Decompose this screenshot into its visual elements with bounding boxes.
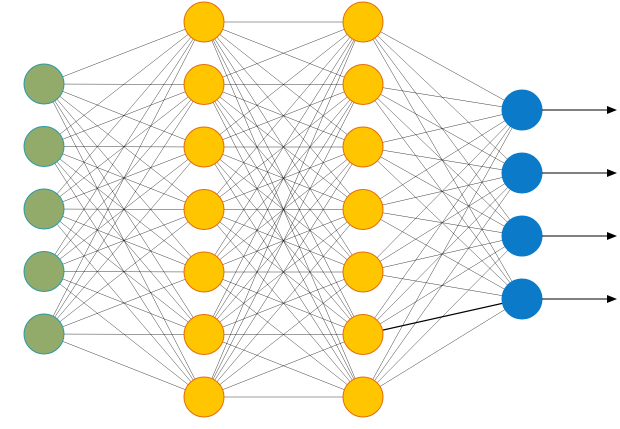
connection-hidden-1-7-to-hidden-2-6: [203, 334, 364, 398]
connection-hidden-1-6-to-hidden-2-1: [203, 21, 364, 335]
connection-input-3-to-hidden-1-1: [43, 21, 205, 210]
connection-hidden-2-3-to-output-4: [362, 146, 523, 300]
connection-hidden-2-4-to-output-1: [362, 109, 523, 210]
output-node-4: [501, 278, 543, 320]
connection-hidden-1-7-to-hidden-2-4: [203, 209, 364, 398]
input-node-2: [23, 126, 65, 167]
hidden-1-node-5: [183, 251, 225, 293]
connection-input-1-to-hidden-1-1: [43, 21, 205, 85]
hidden-2-node-5: [342, 251, 384, 293]
connection-hidden-1-5-to-hidden-2-1: [203, 21, 364, 273]
connection-hidden-2-7-to-output-1: [362, 109, 523, 398]
connection-input-5-to-hidden-1-1: [43, 21, 205, 335]
connection-hidden-2-1-to-output-1: [362, 21, 523, 111]
connection-hidden-2-6-to-output-1: [362, 109, 523, 335]
hidden-1-node-4: [183, 189, 225, 230]
output-node-1: [501, 89, 543, 131]
output-node-3: [501, 215, 543, 257]
connection-hidden-1-7-to-hidden-2-2: [203, 84, 364, 398]
output-arrows-group: [542, 106, 617, 303]
connection-hidden-2-1-to-output-2: [362, 21, 523, 174]
connection-input-5-to-hidden-1-7: [43, 333, 205, 398]
connection-hidden-2-2-to-output-3: [362, 84, 523, 237]
connections-group: [43, 21, 523, 398]
input-node-5: [23, 313, 65, 355]
hidden-2-node-2: [342, 64, 384, 105]
connection-hidden-2-3-to-output-1: [362, 109, 523, 148]
connection-input-5-to-hidden-1-6: [43, 333, 205, 335]
neurons-group: [23, 1, 543, 418]
connection-input-5-to-hidden-1-5: [43, 271, 205, 335]
connection-hidden-2-7-to-output-4: [362, 298, 523, 398]
hidden-2-node-1: [342, 1, 384, 43]
hidden-1-node-6: [183, 314, 225, 355]
hidden-1-node-7: [183, 376, 225, 418]
hidden-2-node-4: [342, 189, 384, 230]
hidden-1-node-1: [183, 1, 225, 43]
input-node-3: [23, 188, 65, 230]
connection-hidden-1-4-to-hidden-2-1: [203, 21, 364, 210]
hidden-1-node-2: [183, 64, 225, 105]
connection-hidden-1-7-to-hidden-2-5: [203, 271, 364, 398]
connection-input-5-to-hidden-1-4: [43, 209, 205, 335]
hidden-2-node-7: [342, 376, 384, 418]
output-node-2: [501, 152, 543, 194]
hidden-2-node-3: [342, 126, 384, 168]
hidden-2-node-6: [342, 314, 384, 355]
input-node-4: [23, 251, 65, 292]
connection-hidden-2-3-to-output-3: [362, 146, 523, 237]
connection-hidden-1-2-to-hidden-2-1: [203, 21, 364, 85]
connection-input-5-to-hidden-1-3: [43, 146, 205, 335]
hidden-1-node-3: [183, 126, 225, 168]
connection-input-2-to-hidden-1-1: [43, 21, 205, 147]
connection-hidden-1-3-to-hidden-2-1: [203, 21, 364, 148]
input-node-1: [23, 63, 65, 105]
connection-hidden-2-7-to-output-2: [362, 172, 523, 398]
connection-hidden-2-2-to-output-1: [362, 84, 523, 111]
connection-hidden-2-4-to-output-4: [362, 209, 523, 300]
connection-input-5-to-hidden-1-2: [43, 84, 205, 335]
connection-hidden-2-7-to-output-3: [362, 235, 523, 398]
connection-hidden-1-7-to-hidden-2-1: [203, 21, 364, 398]
connection-input-4-to-hidden-1-1: [43, 21, 205, 272]
connection-hidden-2-5-to-output-1: [362, 109, 523, 273]
connection-hidden-1-7-to-hidden-2-3: [203, 146, 364, 398]
